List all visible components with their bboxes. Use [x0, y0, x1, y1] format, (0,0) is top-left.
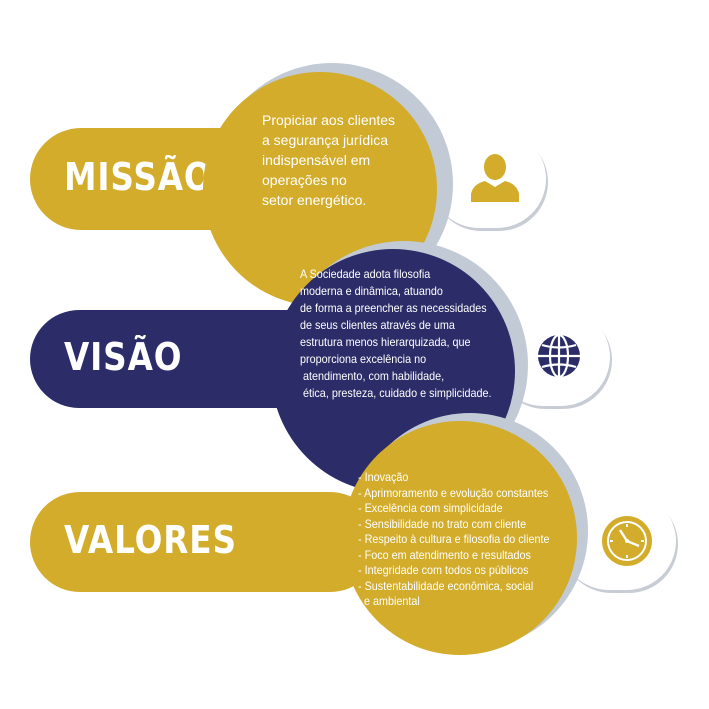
user-icon	[468, 150, 522, 202]
valores-line: - Inovação	[358, 470, 409, 484]
valores-line: - Sustentabilidade econômica, social	[358, 578, 534, 593]
visao-line: de seus clientes através de uma	[300, 318, 455, 332]
valores-title: VALORES	[64, 518, 237, 562]
valores-pill	[30, 492, 380, 592]
visao-text: A Sociedade adota filosofia moderna e di…	[300, 266, 492, 402]
visao-line: atendimento, com habilidade,	[300, 369, 445, 383]
visao-line: moderna e dinâmica, atuando	[300, 284, 443, 298]
missao-line: indispensável em	[262, 152, 371, 168]
valores-text: - Inovação - Aprimoramento e evolução co…	[358, 470, 550, 610]
visao-line: ética, presteza, cuidado e simplicidade.	[300, 386, 492, 400]
missao-line: operações no	[262, 172, 347, 188]
valores-line: - Aprimoramento e evolução constantes	[358, 485, 549, 500]
valores-circle	[343, 421, 577, 655]
visao-line: de forma a preencher as necessidades	[300, 301, 487, 315]
missao-text: Propiciar aos clientes a segurança juríd…	[262, 110, 395, 210]
missao-line: Propiciar aos clientes	[262, 112, 396, 128]
missao-line: setor energético.	[262, 192, 367, 208]
globe-icon	[536, 333, 582, 379]
valores-line: - Integridade com todos os públicos	[358, 563, 529, 577]
visao-title: VISÃO	[64, 335, 183, 379]
visao-line: proporciona excelência no	[300, 352, 427, 366]
valores-line: - Respeito à cultura e filosofia do clie…	[358, 532, 550, 546]
valores-line: - Excelência com simplicidade	[358, 501, 503, 515]
valores-line: - Sensibilidade no trato com cliente	[358, 516, 527, 531]
missao-title: MISSÃO	[64, 155, 213, 199]
clock-icon	[601, 515, 653, 567]
missao-line: a segurança jurídica	[262, 132, 389, 148]
valores-line: - Foco em atendimento e resultados	[358, 547, 531, 562]
visao-line: A Sociedade adota filosofia	[300, 267, 431, 281]
valores-line: e ambiental	[358, 594, 420, 608]
visao-line: estrutura menos hierarquizada, que	[300, 335, 471, 349]
